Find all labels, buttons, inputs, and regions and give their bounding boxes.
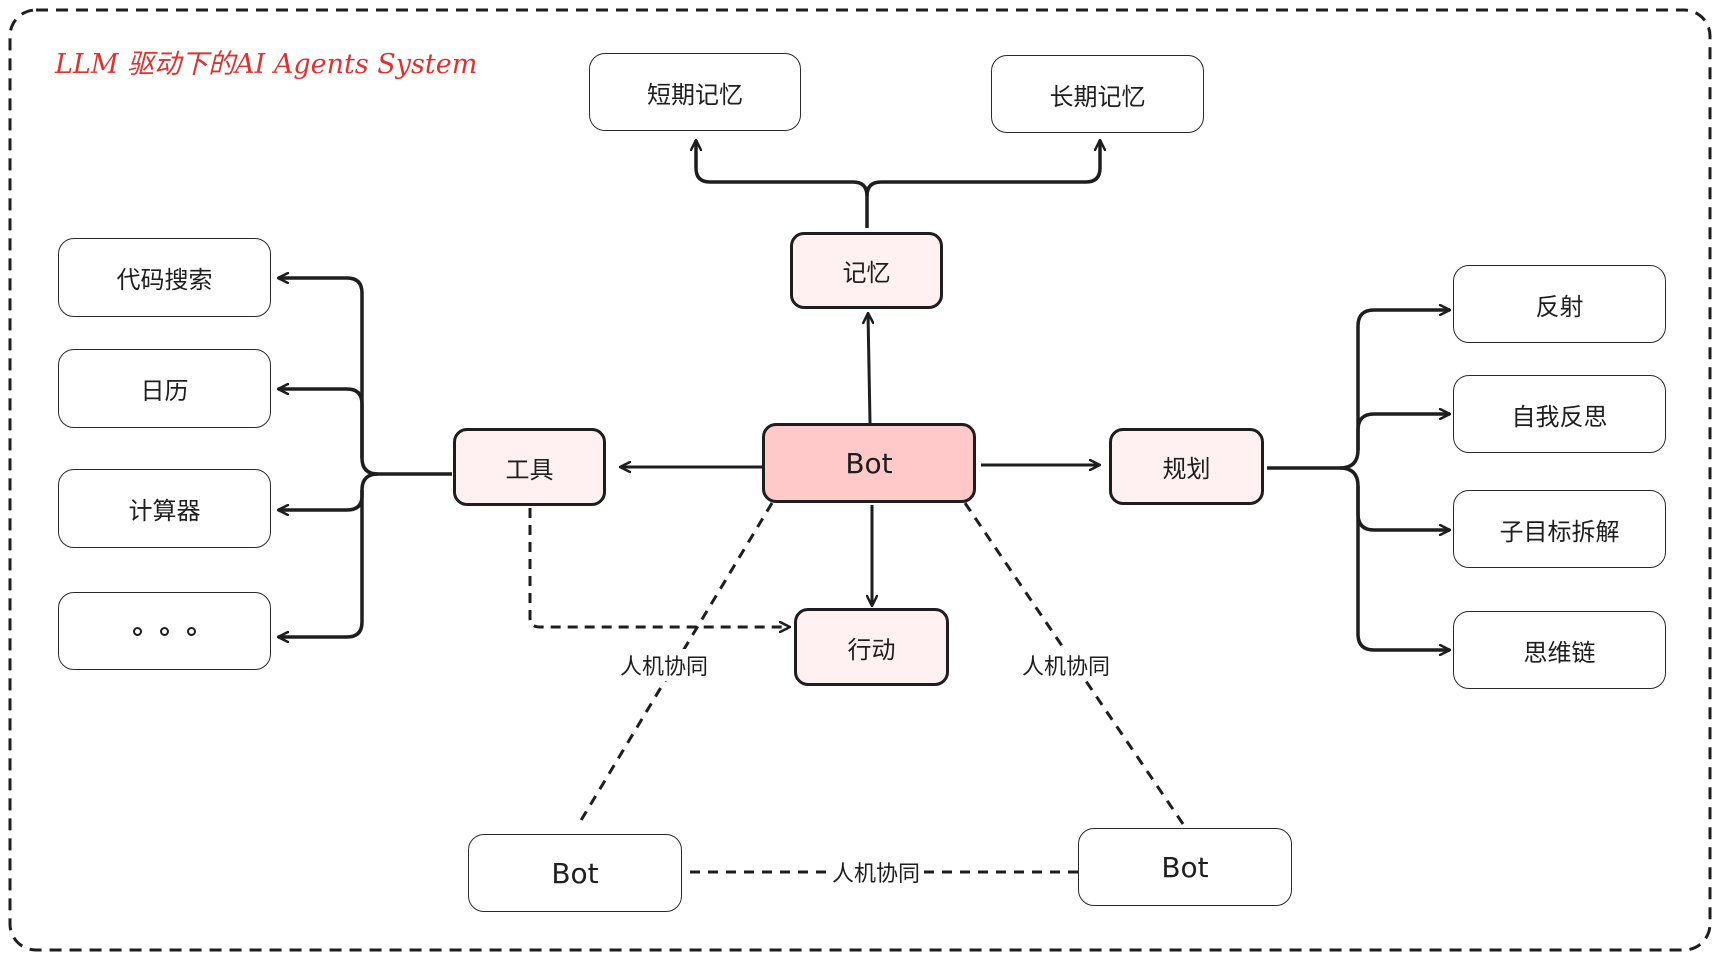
- node-chain-of-thought[interactable]: 思维链: [1453, 611, 1666, 689]
- node-code-search[interactable]: 代码搜索: [58, 238, 271, 317]
- edge-tools-code-search: [278, 278, 452, 476]
- node-short-term-memory[interactable]: 短期记忆: [589, 53, 801, 131]
- edge-memory-long: [865, 140, 1100, 197]
- node-tools[interactable]: 工具: [453, 428, 606, 506]
- ellipsis-dot-icon: [187, 626, 196, 636]
- node-bot-right[interactable]: Bot: [1078, 828, 1292, 906]
- node-bot-core[interactable]: Bot: [762, 423, 976, 503]
- edge-label-bottom: 人机协同: [830, 856, 923, 888]
- node-self-reflection[interactable]: 自我反思: [1453, 375, 1666, 453]
- node-reflection[interactable]: 反射: [1453, 265, 1666, 343]
- node-action[interactable]: 行动: [794, 608, 949, 686]
- node-calendar[interactable]: 日历: [58, 349, 271, 428]
- node-more[interactable]: [58, 592, 271, 670]
- outer-frame: [8, 8, 1712, 952]
- node-subgoal-decomposition[interactable]: 子目标拆解: [1453, 490, 1666, 568]
- edge-planning-reflection: [1267, 310, 1450, 470]
- edge-tools-more: [278, 490, 364, 637]
- diagram-title: LLM 驱动下的AI Agents System: [55, 49, 478, 80]
- edge-label-right: 人机协同: [1020, 649, 1113, 681]
- node-calculator[interactable]: 计算器: [58, 469, 271, 548]
- ellipsis-dot-icon: [160, 626, 169, 636]
- node-planning[interactable]: 规划: [1109, 428, 1264, 505]
- node-bot-left[interactable]: Bot: [468, 834, 682, 912]
- edge-planning-self-reflection: [1356, 414, 1450, 450]
- node-memory[interactable]: 记忆: [790, 232, 943, 309]
- edge-bot-memory: [868, 313, 870, 424]
- edge-label-left: 人机协同: [618, 649, 711, 681]
- edge-tools-action-dashed: [528, 508, 790, 627]
- edge-tools-calendar: [278, 389, 364, 458]
- node-long-term-memory[interactable]: 长期记忆: [991, 55, 1204, 133]
- edge-planning-cot: [1356, 486, 1450, 650]
- ellipsis-dot-icon: [133, 626, 142, 636]
- edge-memory-trunk: [696, 140, 869, 228]
